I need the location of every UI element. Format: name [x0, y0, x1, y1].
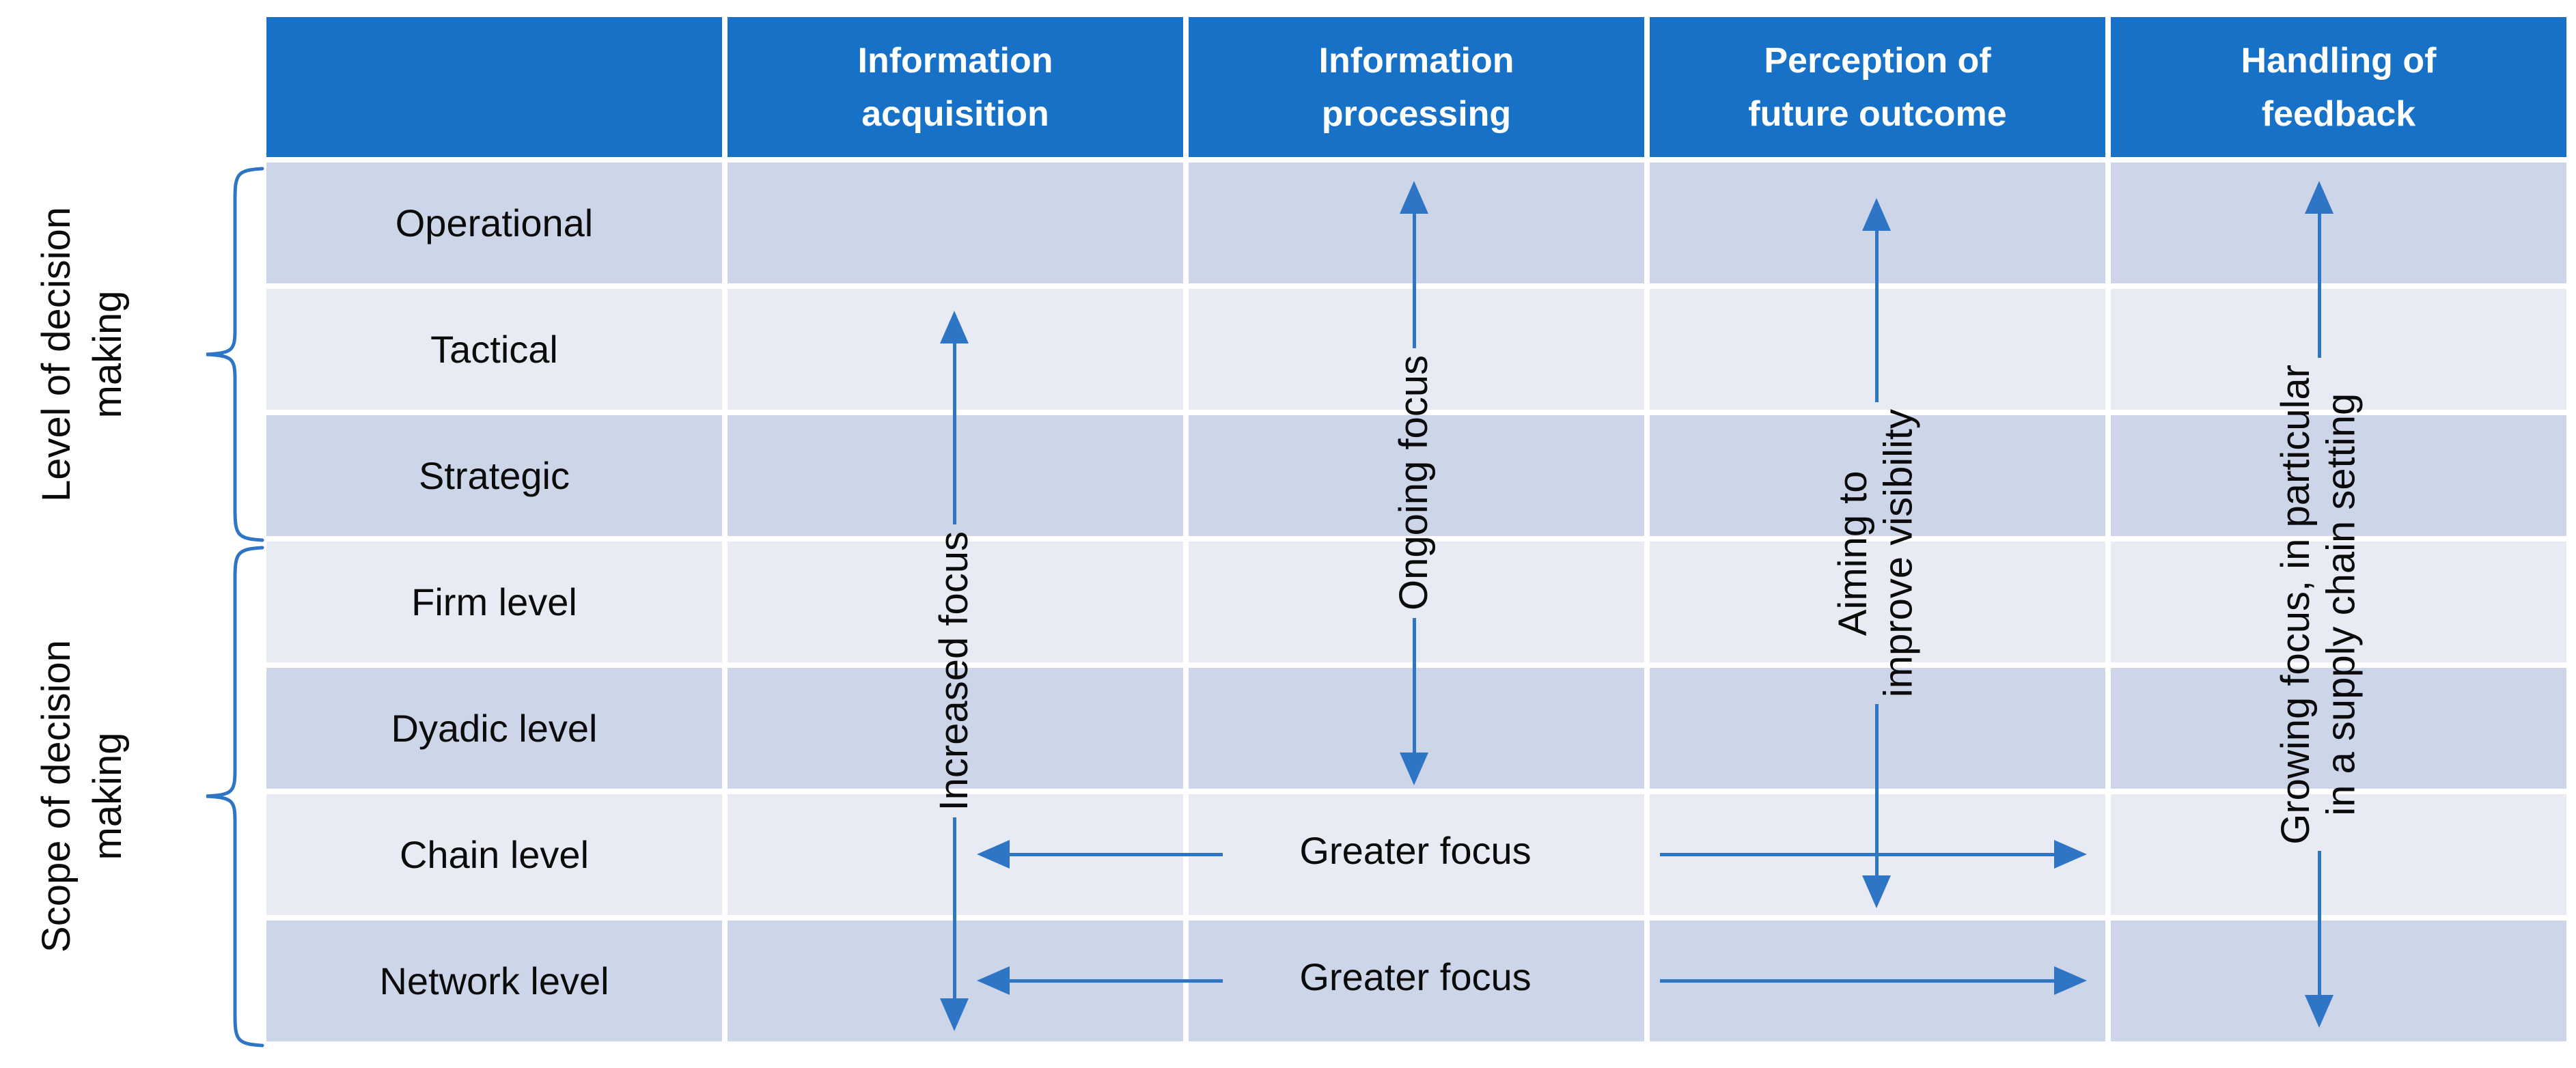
arrow-right-chain [1660, 840, 2087, 869]
row-label-strategic: Strategic [266, 415, 722, 536]
side-label-line: Scope of decision [34, 640, 79, 953]
arrow-up-icon [940, 311, 969, 343]
table-cell [2111, 415, 2566, 536]
arrow-shaft [1874, 231, 1879, 402]
arrow-shaft [2317, 851, 2321, 995]
arrow-right-network [1660, 966, 2087, 995]
brace-level-icon [206, 167, 264, 542]
column-header-blank [266, 17, 722, 157]
arrow-shaft [1010, 852, 1223, 856]
arrow-left-network [977, 966, 1223, 995]
arrow-down-icon [1400, 753, 1428, 785]
column-header-perception-of-future-outcome: Perception of future outcome [1650, 17, 2105, 157]
annotation-increased-focus: Increased focus [932, 311, 976, 1031]
arrow-up-icon [2305, 181, 2333, 214]
row-label-chain-level: Chain level [266, 794, 722, 915]
arrow-right-icon [2054, 840, 2087, 869]
arrow-shaft [1010, 979, 1223, 983]
arrow-shaft [1412, 214, 1416, 349]
table-cell [1189, 542, 1644, 662]
arrow-down-icon [1862, 875, 1891, 909]
matrix-table: Information acquisition Information proc… [266, 17, 2566, 1041]
greater-focus-network-label: Greater focus [1299, 955, 1532, 998]
column-header-handling-of-feedback: Handling of feedback [2111, 17, 2566, 157]
arrow-shaft [952, 343, 956, 524]
brace-scope-icon [206, 546, 264, 1048]
table-cell [728, 542, 1183, 662]
table-cell [2111, 921, 2566, 1041]
annotation-ongoing-focus: Ongoing focus [1391, 181, 1436, 785]
table-cell [1189, 921, 1644, 1041]
annotation-label: Increased focus [931, 531, 976, 811]
row-label-operational: Operational [266, 163, 722, 283]
side-label-line: Level of decision [34, 206, 79, 503]
table-cell [2111, 542, 2566, 662]
table-cell [728, 668, 1183, 789]
table-cell [2111, 163, 2566, 283]
column-header-information-acquisition: Information acquisition [728, 17, 1183, 157]
table-cell [1650, 542, 2105, 662]
table-cell [1650, 415, 2105, 536]
column-header-information-processing: Information processing [1189, 17, 1644, 157]
arrow-right-icon [2054, 966, 2087, 995]
table-cell [2111, 289, 2566, 410]
arrow-down-icon [2305, 995, 2333, 1028]
arrow-shaft [2317, 214, 2321, 358]
row-label-firm-level: Firm level [266, 542, 722, 662]
arrow-shaft [1412, 617, 1416, 753]
row-label-network-level: Network level [266, 921, 722, 1041]
arrow-up-icon [1862, 198, 1891, 231]
arrow-down-icon [940, 998, 969, 1031]
table-cell [2111, 794, 2566, 915]
arrow-left-chain [977, 840, 1223, 869]
row-label-tactical: Tactical [266, 289, 722, 410]
arrow-left-icon [977, 966, 1010, 995]
arrow-shaft [1660, 852, 2054, 856]
table-cell [2111, 668, 2566, 789]
side-label-line: making [85, 732, 130, 860]
annotation-label: Aiming to improve visibility [1831, 408, 1921, 698]
annotation-label: Growing focus, in particular in a supply… [2273, 364, 2364, 845]
side-label-level-of-decision-making: Level of decision making [31, 143, 133, 566]
side-label-scope-of-decision-making: Scope of decision making [31, 585, 133, 1008]
side-label-line: making [85, 290, 130, 419]
arrow-shaft [1874, 704, 1879, 876]
greater-focus-chain-label: Greater focus [1299, 829, 1532, 872]
arrow-shaft [1660, 979, 2054, 983]
annotation-aiming-to-improve-visibility: Aiming to improve visibility [1825, 198, 1928, 909]
row-label-dyadic-level: Dyadic level [266, 668, 722, 789]
table-cell [1189, 415, 1644, 536]
annotation-growing-focus: Growing focus, in particular in a supply… [2268, 181, 2370, 1028]
table-cell [728, 163, 1183, 283]
annotation-label: Ongoing focus [1391, 355, 1436, 611]
arrow-left-icon [977, 840, 1010, 869]
table-cell [1189, 794, 1644, 915]
arrow-up-icon [1400, 181, 1428, 214]
arrow-shaft [952, 817, 956, 998]
table-cell [1189, 289, 1644, 410]
